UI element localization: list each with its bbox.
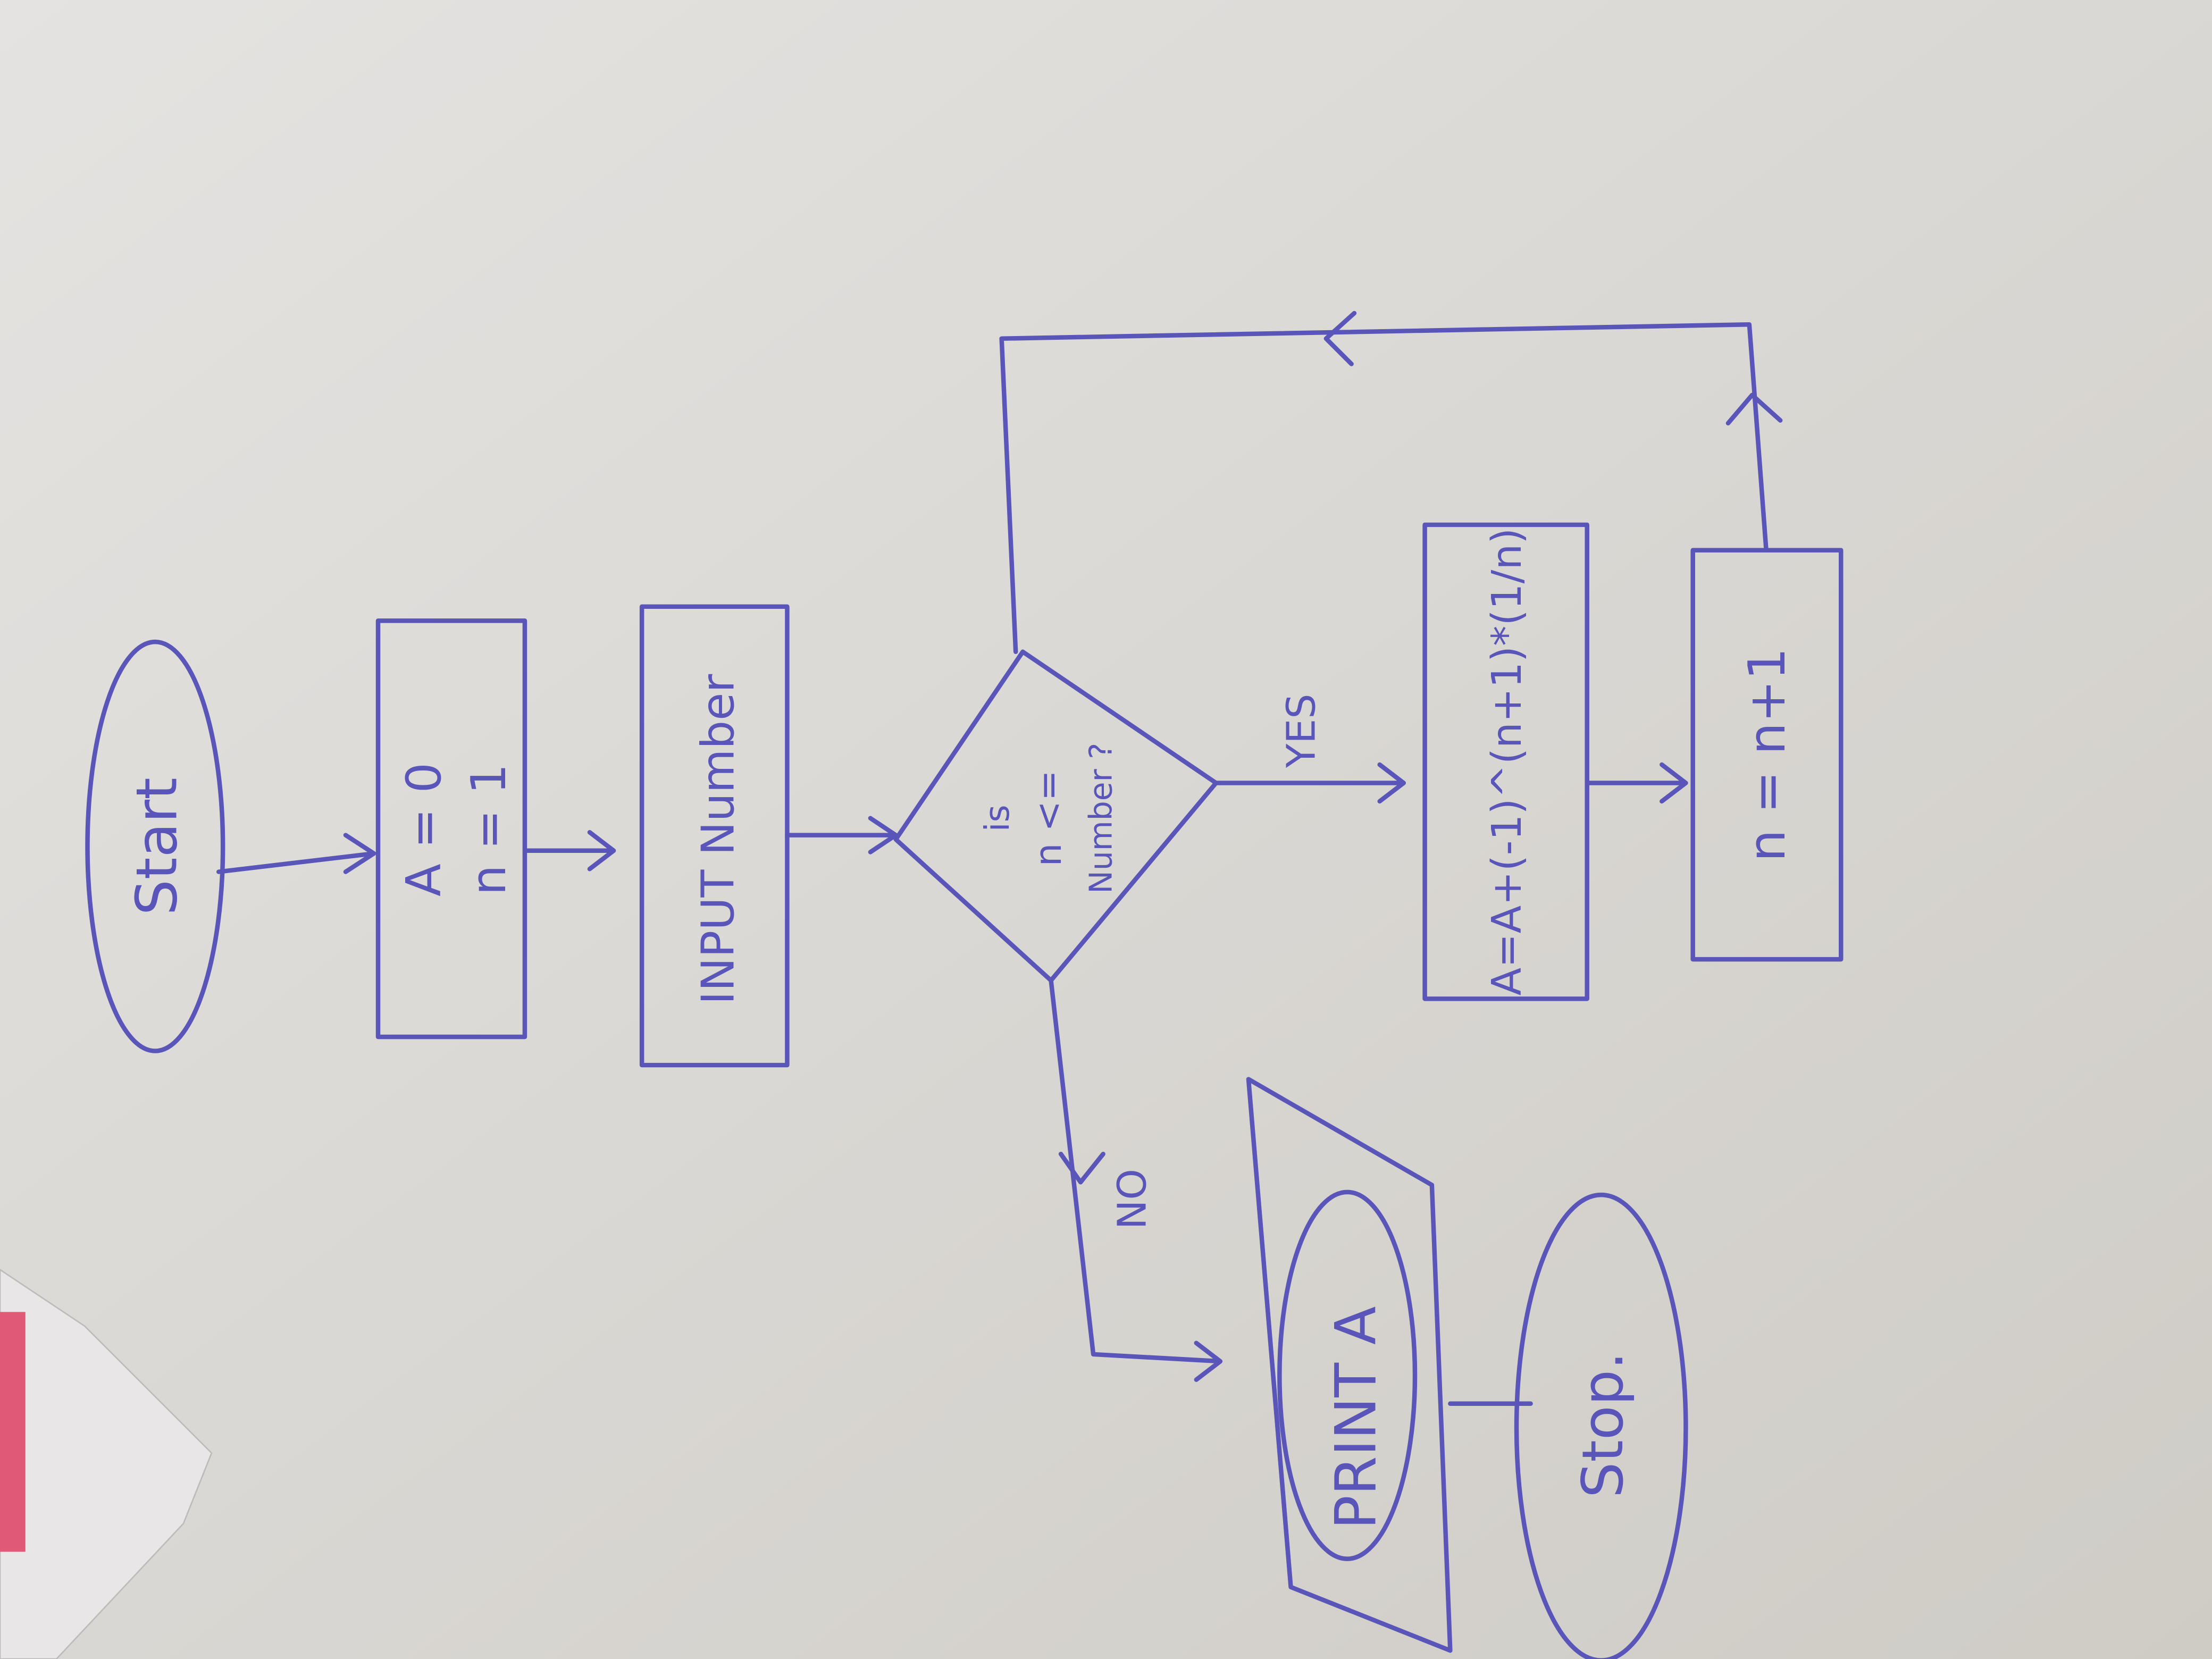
- decision-line3: Number ?: [1083, 743, 1119, 894]
- init-n-label: n = 1: [461, 764, 517, 895]
- update-a-label: A=A+(-1)^(n+1)*(1/n): [1484, 528, 1531, 996]
- print-output-box: PRINT A: [1246, 1077, 1453, 1653]
- loop-back-line: [999, 322, 1769, 654]
- update-a-box: A=A+(-1)^(n+1)*(1/n): [1422, 522, 1589, 1001]
- decision-line2: n <=: [1027, 770, 1070, 866]
- print-label: PRINT A: [1323, 1306, 1389, 1530]
- init-process-box: A = 0 n = 1: [375, 618, 527, 1040]
- pink-edge: [0, 1312, 26, 1552]
- init-a-label: A = 0: [396, 763, 452, 896]
- start-terminal: Start: [85, 639, 225, 1053]
- input-box: INPUT Number: [639, 604, 790, 1068]
- arrow-update-to-increment: [1585, 762, 1688, 804]
- start-label: Start: [124, 777, 190, 915]
- increment-n-label: n = n+1: [1737, 648, 1797, 862]
- arrow-init-to-input: [522, 830, 616, 872]
- no-arrowhead: [1058, 1151, 1105, 1185]
- arrow-start-to-init: [216, 833, 376, 874]
- arrow-yes: [1213, 762, 1406, 804]
- no-label: NO: [1109, 1169, 1155, 1229]
- loop-arrowhead-up: [1725, 392, 1783, 426]
- stop-terminal: Stop.: [1514, 1193, 1688, 1659]
- decision-line1: is: [978, 805, 1017, 832]
- paper-corner: [0, 1269, 213, 1659]
- arrow-no: [1049, 978, 1223, 1382]
- yes-label: YES: [1278, 694, 1325, 768]
- stop-label: Stop.: [1570, 1352, 1636, 1498]
- input-label: INPUT Number: [692, 674, 745, 1005]
- arrow-input-to-decision: [785, 816, 898, 854]
- loop-arrowhead-left: [1323, 311, 1357, 366]
